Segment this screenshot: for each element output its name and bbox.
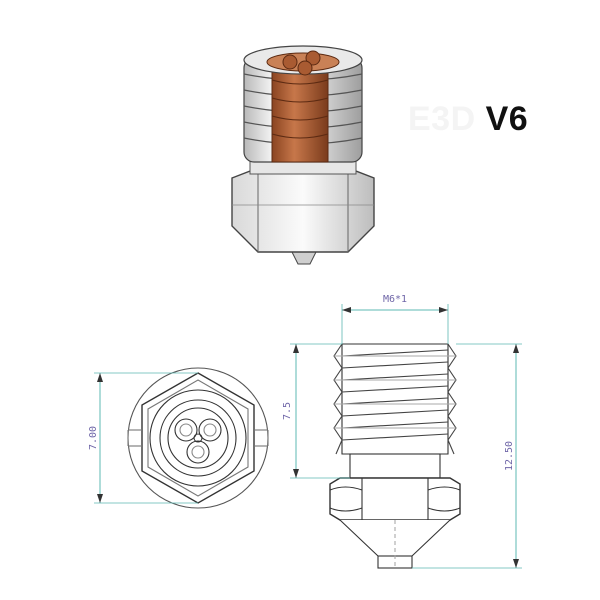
thread-label: M6*1 xyxy=(383,294,407,305)
total-length-dimension: 12.50 xyxy=(412,343,522,569)
hex-width-label: 7.00 xyxy=(88,426,99,450)
hex-width-dimension: 7.00 xyxy=(88,372,198,504)
thread-length-label: 7.5 xyxy=(282,402,293,420)
model-label: V6 xyxy=(485,100,529,138)
thread-dimension: M6*1 xyxy=(341,294,449,344)
nozzle-end-view xyxy=(127,367,269,509)
brand-label: E3D xyxy=(408,100,476,138)
nozzle-side-drawing xyxy=(329,343,461,569)
nozzle-render xyxy=(231,45,375,265)
total-length-label: 12.50 xyxy=(504,441,515,471)
thread-length-dimension: 7.5 xyxy=(282,343,350,479)
product-title: E3D V6 xyxy=(408,100,528,139)
